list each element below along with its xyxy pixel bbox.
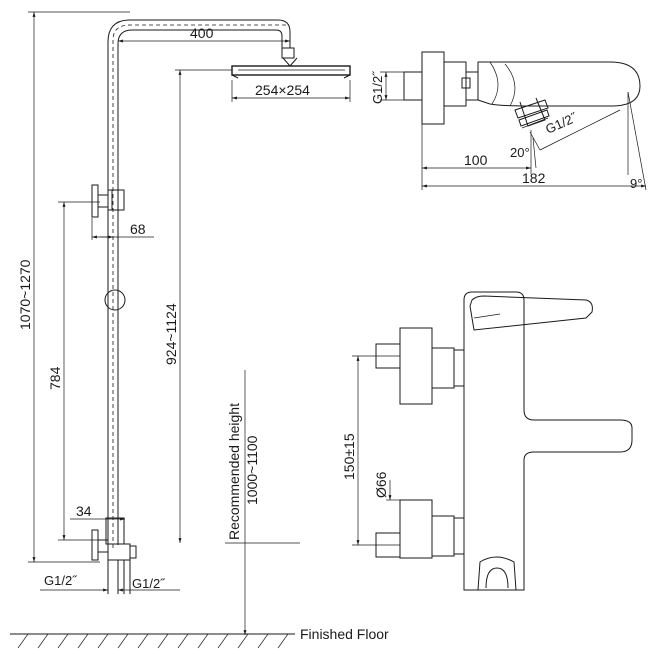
svg-text:182: 182: [522, 170, 546, 186]
svg-text:G1/2˝: G1/2˝: [370, 70, 385, 104]
finished-floor: Finished Floor: [10, 626, 389, 649]
dim-total-height: 1070~1270: [17, 11, 130, 563]
mixer-side-view: [403, 51, 641, 129]
svg-text:1000~1100: 1000~1100: [244, 435, 260, 505]
dim-side-inlet: G1/2˝: [370, 70, 404, 104]
mixer-front-view: [375, 291, 633, 591]
svg-text:Ø66: Ø66: [373, 471, 389, 498]
svg-text:1070~1270: 1070~1270: [17, 259, 33, 330]
dim-bracket-offset: 68: [91, 218, 154, 240]
svg-text:G1/2˝: G1/2˝: [132, 576, 166, 591]
dim-side-depth: 100 182 9°: [421, 91, 647, 191]
dim-head-size: 254×254: [231, 80, 351, 102]
svg-text:924~1124: 924~1124: [163, 303, 179, 365]
svg-text:784: 784: [47, 366, 63, 390]
dim-bottom-offset: 34: [70, 503, 125, 521]
svg-text:150±15: 150±15: [341, 433, 357, 480]
shower-column: [107, 19, 291, 548]
slider-knob: [104, 289, 126, 311]
svg-text:9°: 9°: [630, 176, 642, 191]
dim-arm-length: 400: [118, 25, 290, 43]
svg-text:20°: 20°: [510, 145, 530, 160]
svg-text:100: 100: [464, 152, 488, 168]
shower-head: [231, 47, 351, 79]
dim-recommended-height: Recommended height 1000~1100: [225, 370, 300, 635]
dim-holder-spacing: 784: [47, 201, 100, 541]
svg-text:Finished Floor: Finished Floor: [300, 626, 389, 642]
dim-front-centers: 150±15: [341, 355, 400, 546]
svg-text:Recommended height: Recommended height: [226, 403, 242, 540]
svg-text:68: 68: [130, 221, 146, 237]
wall-bracket-top: [91, 184, 125, 218]
dim-inlets: G1/2˝ G1/2˝: [40, 573, 180, 592]
diverter-bottom: [91, 517, 137, 594]
svg-text:34: 34: [76, 503, 92, 519]
svg-text:254×254: 254×254: [255, 82, 310, 98]
dim-side-outlet: G1/2˝ 20°: [510, 109, 621, 169]
dim-front-diameter: Ø66: [373, 471, 400, 501]
svg-text:400: 400: [190, 25, 214, 41]
dim-head-height: 924~1124: [163, 69, 232, 543]
svg-text:G1/2˝: G1/2˝: [44, 573, 78, 588]
